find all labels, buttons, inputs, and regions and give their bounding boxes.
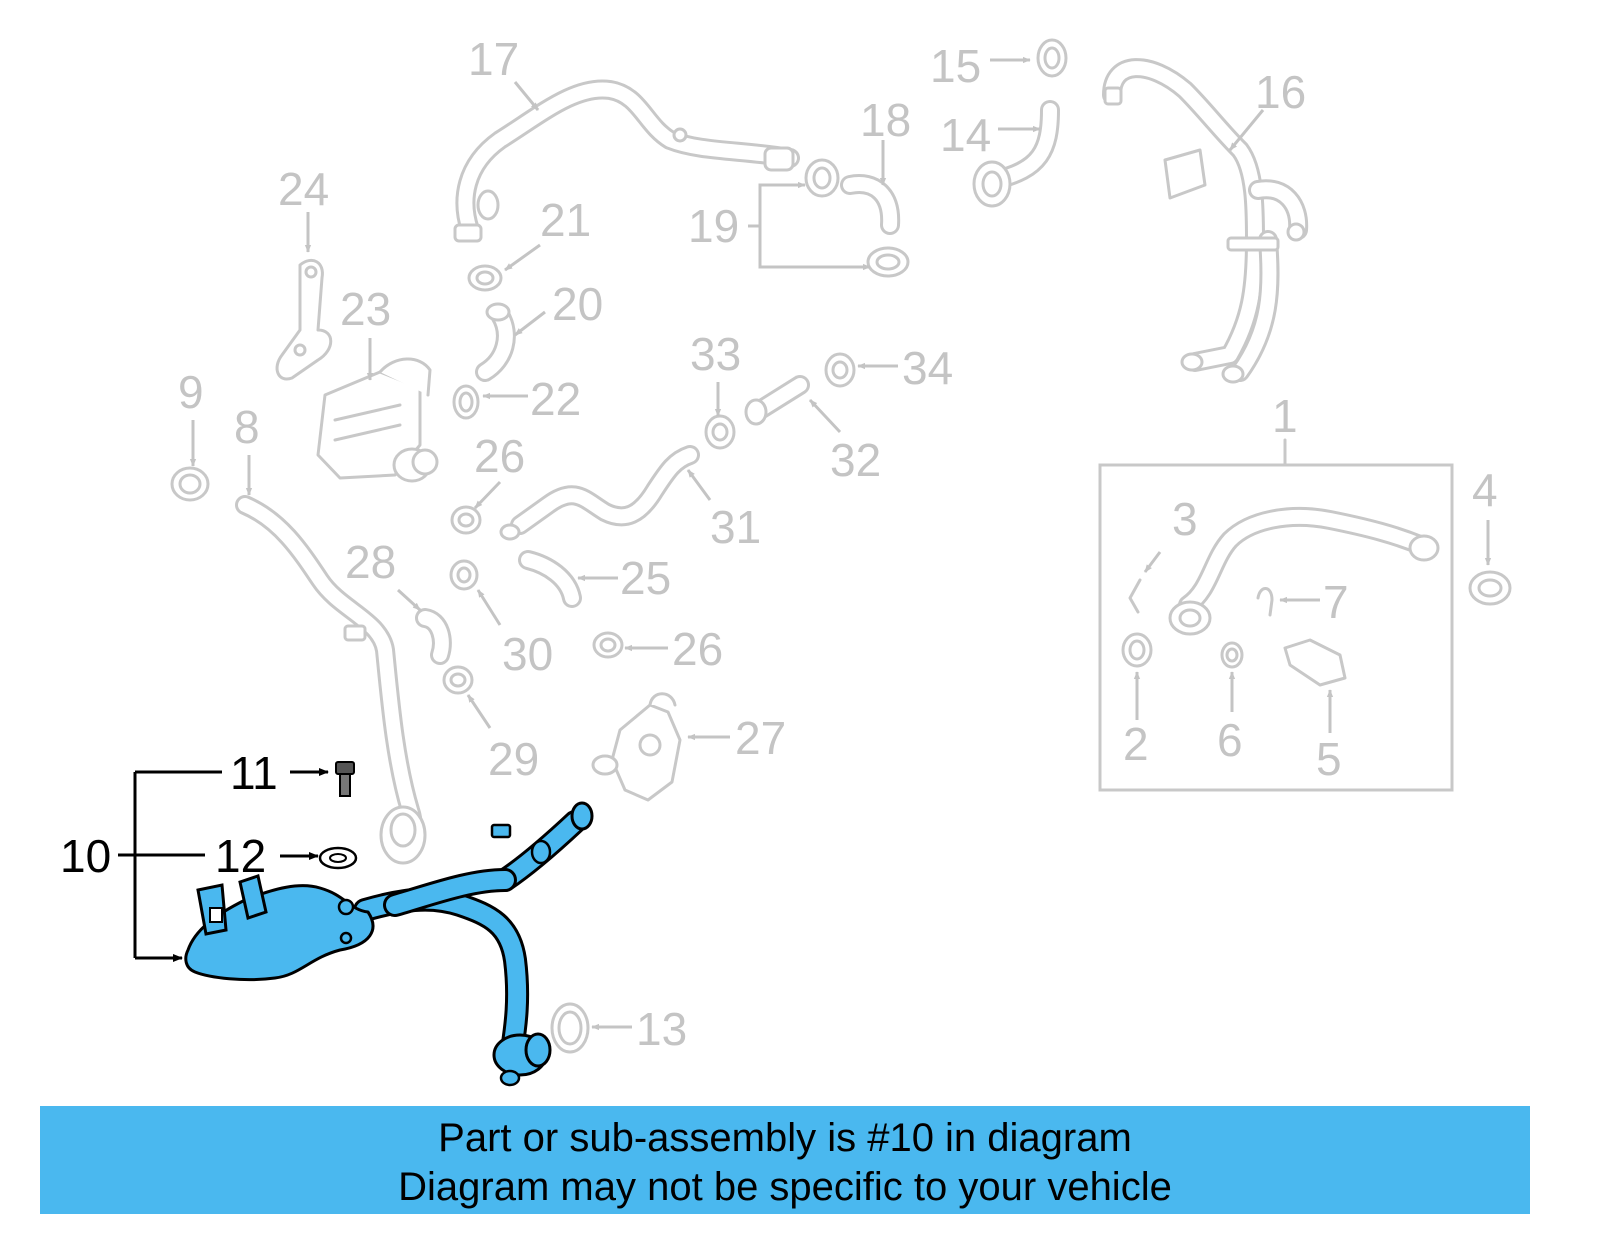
callout-17: 17 bbox=[468, 33, 519, 85]
part-5-sensor bbox=[1283, 638, 1347, 687]
part-11-bolt bbox=[335, 761, 355, 797]
part-25-hose bbox=[518, 550, 582, 608]
callout-25: 25 bbox=[620, 552, 671, 604]
callout-2: 2 bbox=[1123, 718, 1149, 770]
callout-10: 10 bbox=[60, 830, 111, 882]
part-4-clamp bbox=[1468, 570, 1512, 606]
part-34-clamp bbox=[824, 352, 856, 388]
part-18-elbow-hose bbox=[840, 174, 901, 235]
callout-9: 9 bbox=[178, 366, 204, 418]
banner-line-2: Diagram may not be specific to your vehi… bbox=[398, 1165, 1172, 1209]
part-8-hose bbox=[235, 495, 427, 865]
banner-line-1: Part or sub-assembly is #10 in diagram bbox=[438, 1116, 1132, 1160]
part-20-hose bbox=[475, 302, 516, 382]
callout-12: 12 bbox=[215, 830, 266, 882]
part-7-clip bbox=[1256, 587, 1274, 617]
callout-7: 7 bbox=[1323, 576, 1349, 628]
part-31-pipe bbox=[499, 445, 700, 541]
callout-31: 31 bbox=[710, 501, 761, 553]
part-13-seal bbox=[550, 1002, 590, 1054]
part-24-bracket bbox=[275, 259, 333, 381]
part-21-clamp bbox=[467, 264, 503, 292]
callout-16: 16 bbox=[1255, 66, 1306, 118]
part-12-washer bbox=[318, 846, 358, 870]
callout-29: 29 bbox=[488, 733, 539, 785]
part-27-housing bbox=[591, 692, 682, 802]
part-29-clamp bbox=[442, 665, 474, 695]
part-info-banner: Part or sub-assembly is #10 in diagram D… bbox=[40, 1106, 1530, 1214]
callout-21: 21 bbox=[540, 194, 591, 246]
callout-1: 1 bbox=[1272, 390, 1298, 442]
callout-labels: 17 15 16 18 14 24 21 19 20 23 33 34 9 22… bbox=[60, 33, 1498, 1055]
part-1-hose bbox=[1168, 506, 1440, 636]
callout-4: 4 bbox=[1472, 464, 1498, 516]
part-32-hose bbox=[744, 375, 810, 426]
part-9-clamp bbox=[170, 466, 210, 502]
part-23-pump bbox=[316, 357, 439, 483]
part-6-o-ring bbox=[1220, 641, 1244, 669]
callout-6: 6 bbox=[1217, 714, 1243, 766]
callout-3: 3 bbox=[1172, 493, 1198, 545]
part-16-hose-assembly bbox=[1102, 58, 1309, 384]
part-17-hose bbox=[453, 79, 800, 243]
callout-32: 32 bbox=[830, 434, 881, 486]
part-26-clamp-upper bbox=[450, 505, 482, 535]
callout-14: 14 bbox=[940, 109, 991, 161]
part-19-clamps bbox=[804, 158, 910, 278]
part-30-clamp bbox=[449, 559, 479, 591]
part-3-clip bbox=[1128, 578, 1142, 614]
callout-22: 22 bbox=[530, 373, 581, 425]
callout-8: 8 bbox=[234, 401, 260, 453]
leader-lines bbox=[189, 56, 1492, 1031]
callout-30: 30 bbox=[502, 628, 553, 680]
callout-11: 11 bbox=[230, 747, 278, 799]
callout-28: 28 bbox=[345, 536, 396, 588]
part-28-hose bbox=[415, 608, 452, 665]
callout-33: 33 bbox=[690, 328, 741, 380]
callout-20: 20 bbox=[552, 278, 603, 330]
callout-13: 13 bbox=[636, 1003, 687, 1055]
callout-18: 18 bbox=[860, 94, 911, 146]
part-14-hose bbox=[972, 100, 1060, 208]
part-1-kit-box bbox=[1098, 438, 1454, 792]
part-2-o-ring bbox=[1121, 632, 1153, 668]
callout-19: 19 bbox=[688, 200, 739, 252]
callout-5: 5 bbox=[1316, 733, 1342, 785]
part-22-clamp bbox=[452, 384, 480, 420]
part-15-clamp bbox=[1036, 38, 1068, 78]
part-10-coolant-pipe bbox=[184, 801, 594, 1087]
callout-27: 27 bbox=[735, 712, 786, 764]
callout-15: 15 bbox=[930, 40, 981, 92]
callout-26a: 26 bbox=[474, 430, 525, 482]
leader-lines-part-10 bbox=[118, 768, 329, 962]
part-33-clamp bbox=[704, 414, 736, 450]
part-26-clamp-lower bbox=[592, 631, 624, 659]
callout-26b: 26 bbox=[672, 623, 723, 675]
callout-24: 24 bbox=[278, 163, 329, 215]
callout-34: 34 bbox=[902, 342, 953, 394]
callout-23: 23 bbox=[340, 283, 391, 335]
